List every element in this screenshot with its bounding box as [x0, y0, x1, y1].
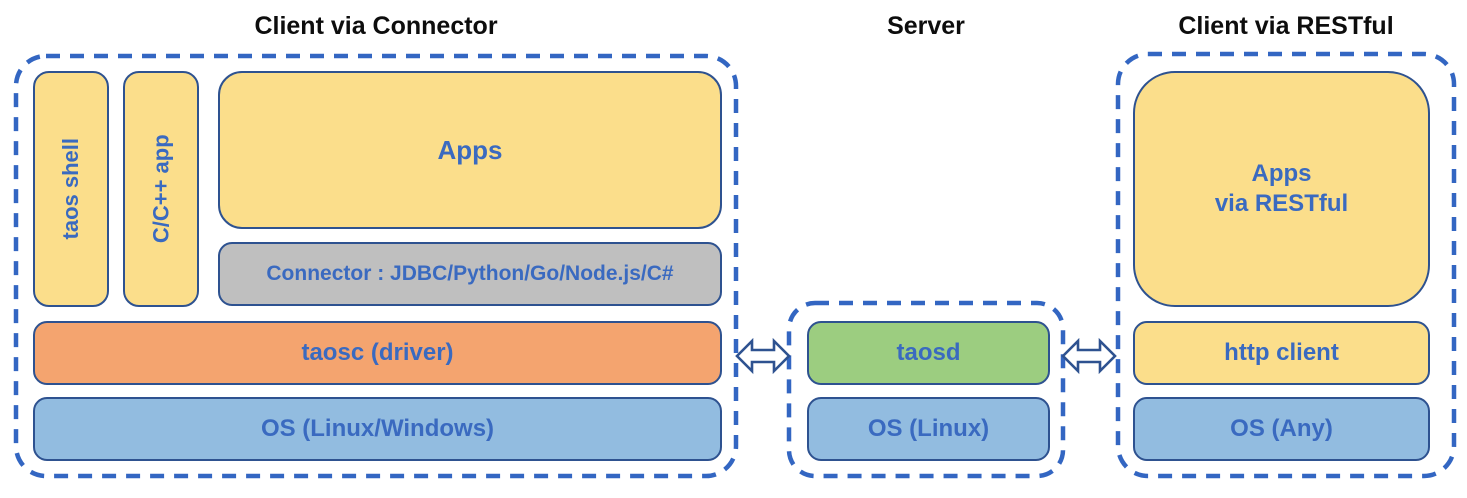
os-linux-windows-box: OS (Linux/Windows): [33, 397, 722, 461]
http-client-box: http client: [1133, 321, 1430, 385]
connector-box: Connector : JDBC/Python/Go/Node.js/C#: [218, 242, 722, 306]
os-any-box: OS (Any): [1133, 397, 1430, 461]
connector-label: Connector : JDBC/Python/Go/Node.js/C#: [266, 261, 674, 285]
taos-shell-box: taos shell: [33, 71, 109, 307]
http-client-label: http client: [1224, 339, 1339, 366]
taos-shell-label: taos shell: [58, 138, 84, 240]
left-group-dashed-border: [13, 53, 739, 479]
os-any-label: OS (Any): [1230, 415, 1333, 442]
left-section-title: Client via Connector: [254, 12, 498, 40]
server-rest-bidirectional-arrow-icon: [1061, 337, 1117, 375]
os-linux-box: OS (Linux): [807, 397, 1050, 461]
server-group-dashed-border: [786, 300, 1066, 479]
c-cpp-app-label: C/C++ app: [148, 134, 174, 244]
os-linux-label: OS (Linux): [867, 415, 990, 442]
client-server-bidirectional-arrow-icon: [735, 337, 791, 375]
apps-label: Apps: [437, 134, 503, 165]
taosd-box: taosd: [807, 321, 1050, 385]
rest-group-dashed-border: [1115, 51, 1457, 479]
apps-box: Apps: [218, 71, 722, 229]
rest-section-title: Client via RESTful: [1178, 12, 1394, 40]
c-cpp-app-box: C/C++ app: [123, 71, 199, 307]
apps-via-restful-label-line1: Apps: [1251, 160, 1312, 187]
taosc-driver-box: taosc (driver): [33, 321, 722, 385]
taosd-label: taosd: [896, 339, 961, 366]
taosc-driver-label: taosc (driver): [301, 339, 454, 366]
apps-via-restful-box: Apps via RESTful: [1133, 71, 1430, 307]
os-linux-windows-label: OS (Linux/Windows): [260, 415, 495, 442]
apps-via-restful-label-line2: via RESTful: [1214, 190, 1349, 217]
server-section-title: Server: [887, 12, 965, 40]
